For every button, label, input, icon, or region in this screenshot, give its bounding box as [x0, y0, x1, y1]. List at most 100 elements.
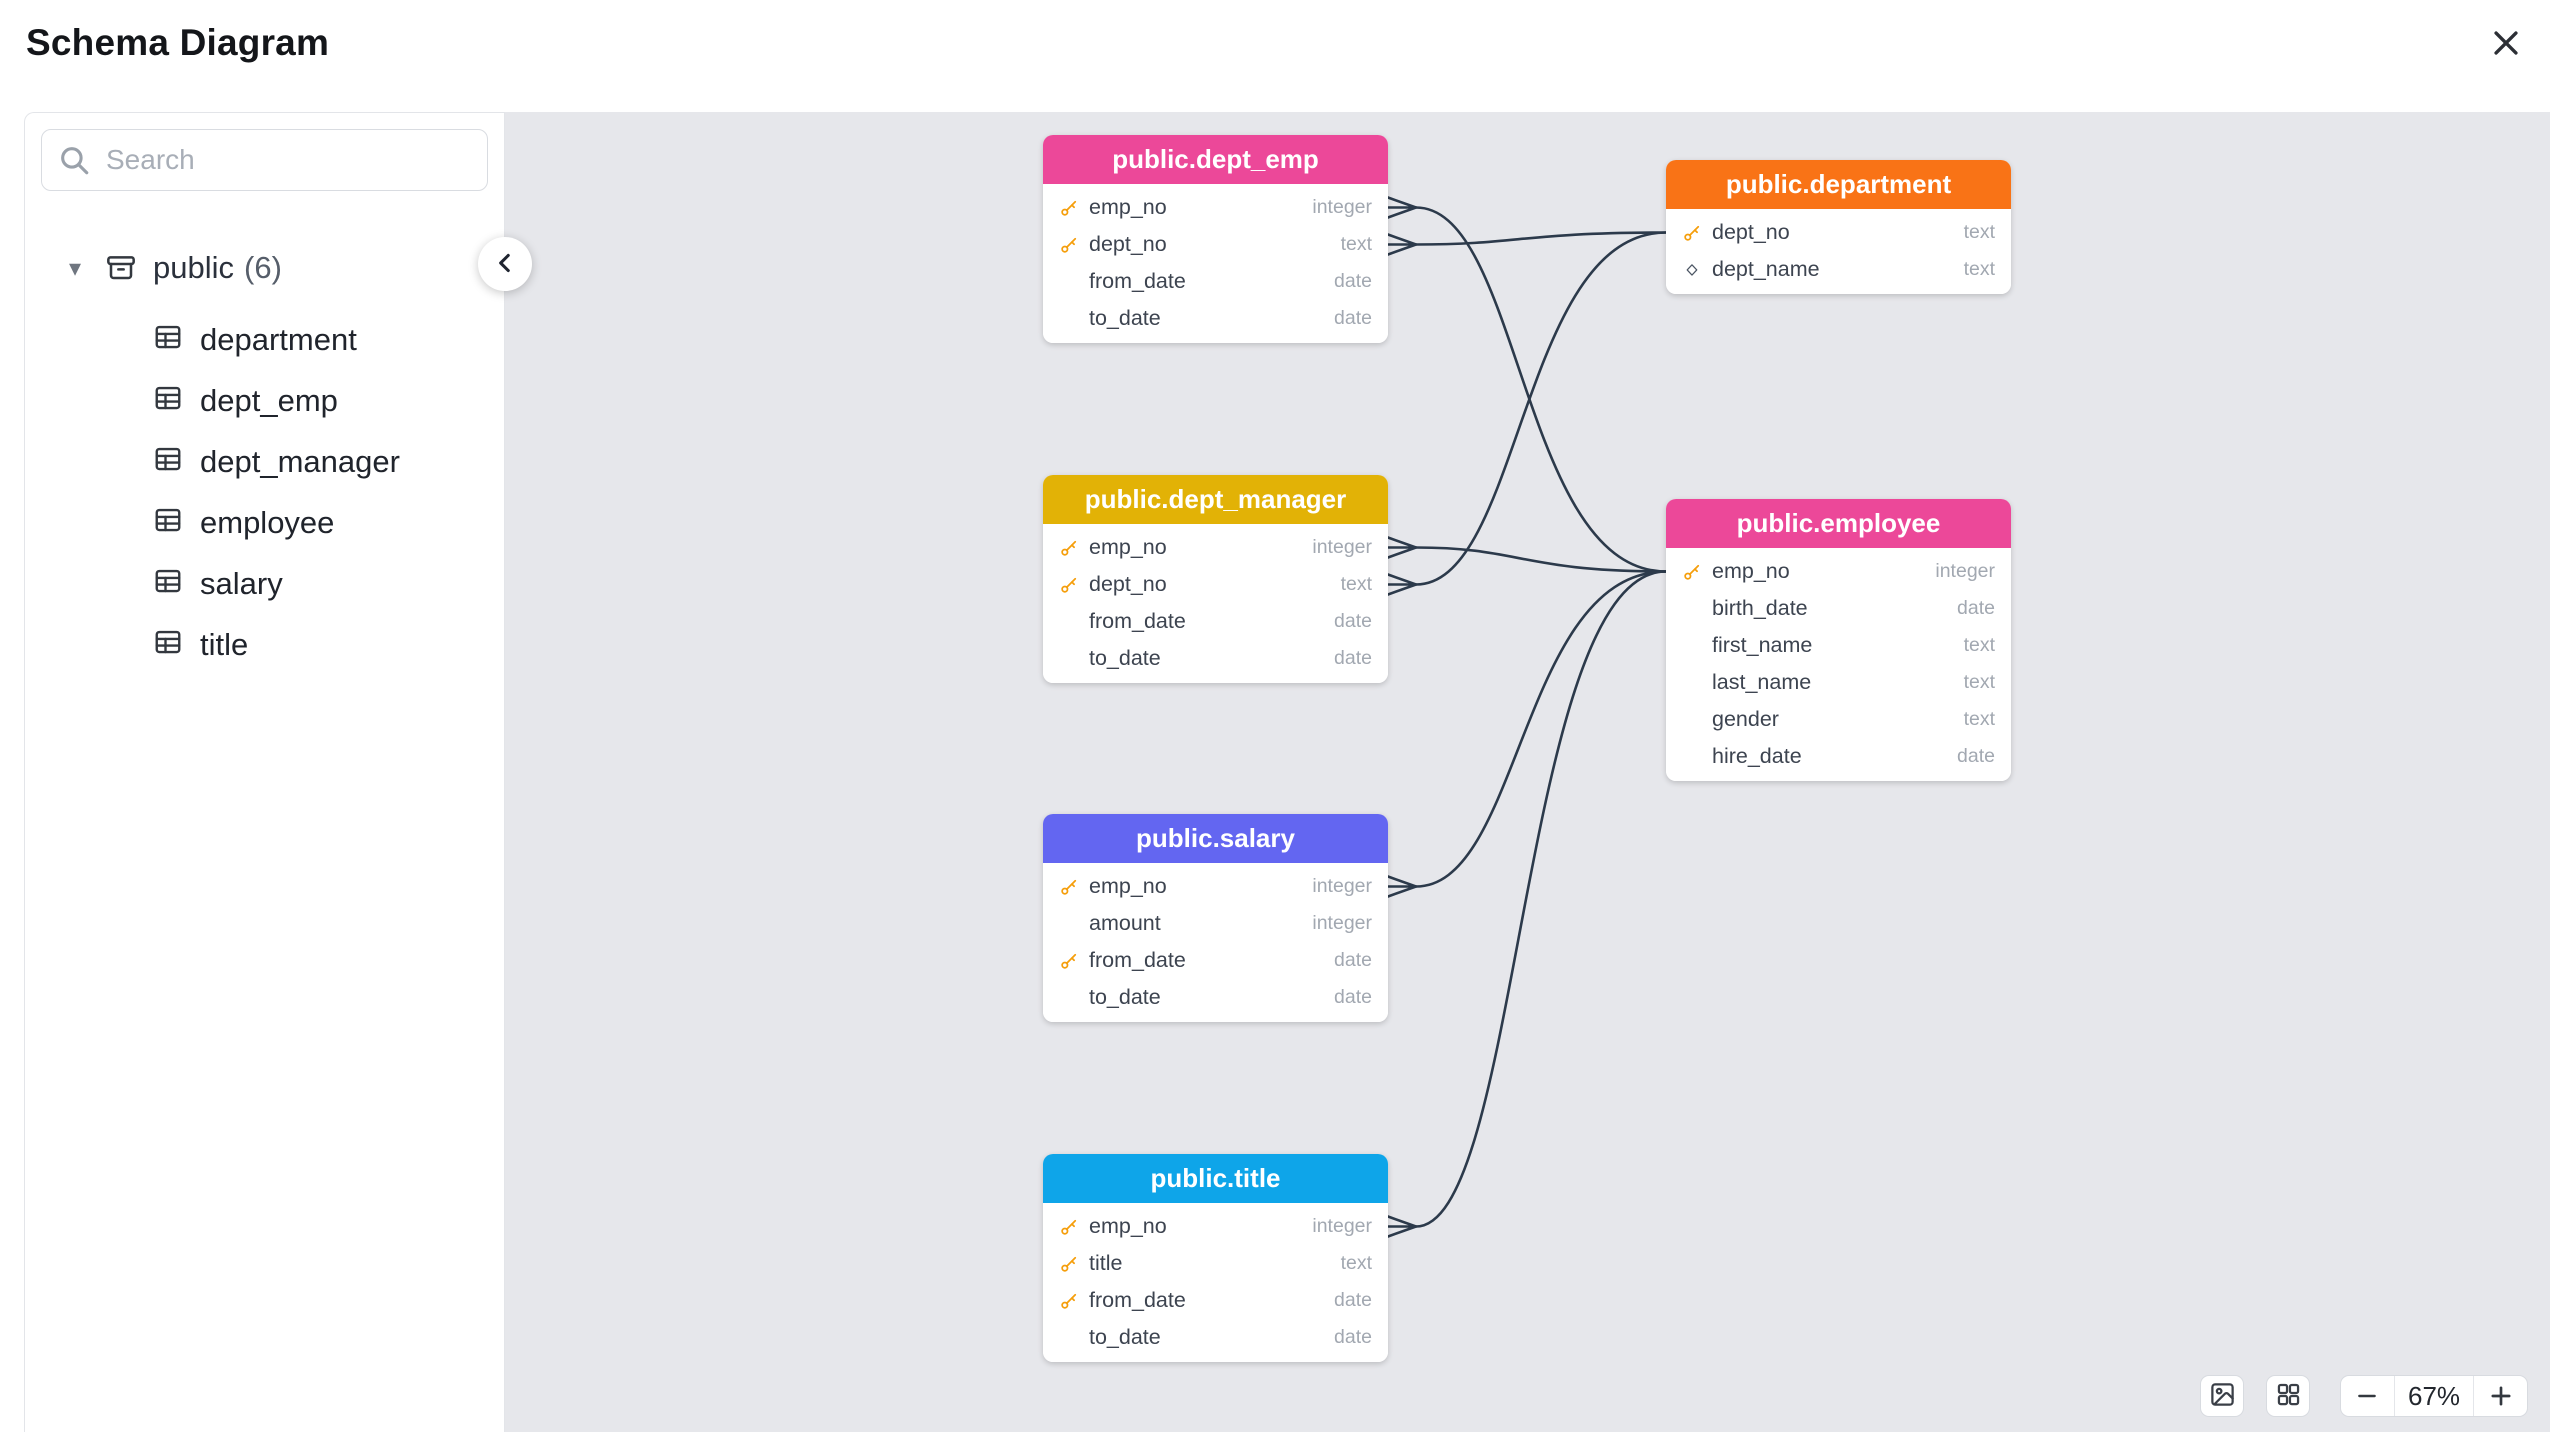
- download-image-button[interactable]: [2200, 1375, 2244, 1417]
- column-name: title: [1089, 1251, 1123, 1275]
- column-type: text: [1963, 634, 1995, 656]
- column-name: emp_no: [1089, 535, 1167, 559]
- column-row: emp_no integer: [1043, 529, 1388, 566]
- column-row: from_date date: [1043, 1282, 1388, 1319]
- primary-key-icon: [1682, 223, 1712, 243]
- sidebar-item-dept_emp[interactable]: dept_emp: [25, 370, 504, 431]
- table-icon: [153, 505, 200, 540]
- column-type: date: [1334, 270, 1372, 292]
- column-type: integer: [1312, 196, 1372, 218]
- column-name: from_date: [1089, 609, 1186, 633]
- primary-key-icon: [1059, 951, 1089, 971]
- sidebar-item-department[interactable]: department: [25, 309, 504, 370]
- table-card-title: public.title: [1043, 1154, 1388, 1203]
- column-type: integer: [1312, 536, 1372, 558]
- column-name: first_name: [1712, 633, 1813, 657]
- column-type: text: [1963, 258, 1995, 280]
- column-type: integer: [1935, 560, 1995, 582]
- table-icon: [153, 383, 200, 418]
- schema-tree: ▾ public (6) department dept_emp dept_mana…: [25, 237, 504, 675]
- column-name: to_date: [1089, 1325, 1161, 1349]
- column-type: text: [1340, 573, 1372, 595]
- caret-down-icon[interactable]: ▾: [69, 254, 82, 282]
- sidebar-item-dept_manager[interactable]: dept_manager: [25, 431, 504, 492]
- schema-table-count: (6): [244, 250, 282, 285]
- column-name: from_date: [1089, 269, 1186, 293]
- sidebar-collapse-button[interactable]: [478, 237, 532, 291]
- primary-key-icon: [1059, 1217, 1089, 1237]
- unique-diamond-icon: [1682, 260, 1712, 280]
- table-card-title: public.salary: [1043, 814, 1388, 863]
- sidebar-item-title[interactable]: title: [25, 614, 504, 675]
- column-name: dept_no: [1089, 232, 1167, 256]
- column-name: emp_no: [1089, 195, 1167, 219]
- auto-layout-button[interactable]: [2266, 1375, 2310, 1417]
- table-card-title: public.employee: [1666, 499, 2011, 548]
- zoom-out-button[interactable]: [2341, 1376, 2395, 1416]
- column-name: dept_name: [1712, 257, 1820, 281]
- sidebar-item-employee[interactable]: employee: [25, 492, 504, 553]
- column-name: from_date: [1089, 948, 1186, 972]
- column-name: emp_no: [1089, 874, 1167, 898]
- search-input[interactable]: [41, 129, 488, 191]
- schema-node-public[interactable]: ▾ public (6): [25, 237, 504, 299]
- column-name: from_date: [1089, 1288, 1186, 1312]
- column-row: emp_no integer: [1666, 553, 2011, 590]
- column-name: birth_date: [1712, 596, 1808, 620]
- schema-sidebar: ▾ public (6) department dept_emp dept_mana…: [24, 112, 505, 1432]
- column-row: first_name text: [1666, 627, 2011, 664]
- sidebar-item-label: dept_manager: [200, 443, 400, 479]
- sidebar-item-label: department: [200, 321, 357, 357]
- table-icon: [153, 627, 200, 662]
- primary-key-icon: [1059, 575, 1089, 595]
- column-type: text: [1340, 1252, 1372, 1274]
- column-name: to_date: [1089, 985, 1161, 1009]
- column-row: dept_name text: [1666, 251, 2011, 288]
- layout-grid-icon: [2275, 1381, 2302, 1411]
- primary-key-icon: [1059, 235, 1089, 255]
- sidebar-item-salary[interactable]: salary: [25, 553, 504, 614]
- column-type: date: [1334, 986, 1372, 1008]
- primary-key-icon: [1059, 538, 1089, 558]
- modal-header: Schema Diagram: [0, 0, 2550, 112]
- table-icon: [153, 322, 200, 357]
- close-button[interactable]: [2484, 22, 2528, 66]
- zoom-controls: 67%: [2340, 1375, 2528, 1417]
- column-name: hire_date: [1712, 744, 1802, 768]
- column-name: to_date: [1089, 306, 1161, 330]
- zoom-in-button[interactable]: [2473, 1376, 2527, 1416]
- page-title: Schema Diagram: [26, 22, 330, 63]
- column-type: date: [1334, 1289, 1372, 1311]
- primary-key-icon: [1059, 877, 1089, 897]
- primary-key-icon: [1059, 198, 1089, 218]
- search-box: [41, 129, 488, 191]
- column-type: integer: [1312, 875, 1372, 897]
- column-name: amount: [1089, 911, 1161, 935]
- column-type: integer: [1312, 1215, 1372, 1237]
- sidebar-item-label: title: [200, 626, 249, 662]
- sidebar-item-label: salary: [200, 565, 283, 601]
- column-name: last_name: [1712, 670, 1812, 694]
- table-card-title: public.department: [1666, 160, 2011, 209]
- column-name: emp_no: [1712, 559, 1790, 583]
